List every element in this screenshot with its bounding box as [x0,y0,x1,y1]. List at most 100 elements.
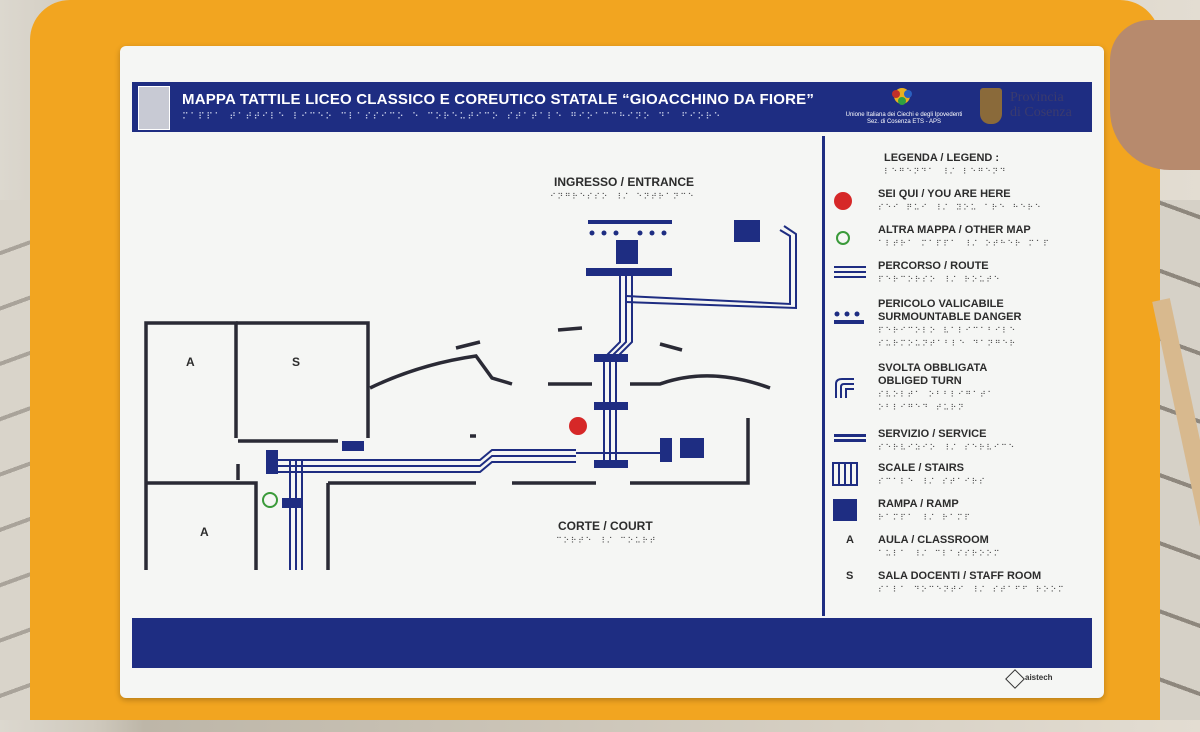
you-are-here-marker [569,417,587,435]
province-name: Provincia di Cosenza [1010,90,1072,120]
legend-item-classroom: AULA / CLASSROOM ⠁⠥⠇⠁ ⠸⠌ ⠉⠇⠁⠎⠎⠗⠕⠕⠍ [878,534,1001,560]
province-line-1: Provincia [1010,90,1064,105]
legend-label-2: OBLIGED TURN [878,375,962,387]
legend-label: ALTRA MAPPA / OTHER MAP [878,224,1031,236]
court-braille: ⠉⠕⠗⠞⠑ ⠸⠌ ⠉⠕⠥⠗⠞ [556,536,657,545]
service-mark-2 [282,498,302,508]
brand-name: aistech [1025,673,1053,682]
service-mark-1 [342,441,364,451]
route-main-1 [270,449,576,461]
stairs-west [266,450,278,474]
walls [144,321,771,570]
legend-label: SERVIZIO / SERVICE [878,428,987,440]
legend-braille: ⠁⠥⠇⠁ ⠸⠌ ⠉⠇⠁⠎⠎⠗⠕⠕⠍ [878,549,1002,558]
wall-room-a2 [146,481,258,570]
legend-title: LEGENDA / LEGEND : ⠇⠑⠛⠑⠝⠙⠁ ⠸⠌ ⠇⠑⠛⠑⠝⠙ [884,152,1007,178]
route-main-2 [270,455,576,467]
legend-braille-2: ⠕⠃⠇⠊⠛⠑⠙ ⠞⠥⠗⠝ [878,403,966,412]
province-line-2: di Cosenza [1010,105,1072,120]
court-label: CORTE / COURT [558,519,653,533]
stairs-and-hazards [266,220,760,508]
entrance-label: INGRESSO / ENTRANCE [554,175,695,189]
service-icon [834,434,866,442]
route-paths [270,225,797,570]
service-mark-3 [594,354,628,362]
classroom-letter: A [846,534,854,546]
other-map-marker [262,492,278,508]
hand [1110,20,1200,170]
service-mark-4 [594,402,628,410]
hazard-dot-2 [601,230,607,236]
legend-braille: ⠏⠑⠗⠊⠉⠕⠇⠕ ⠧⠁⠇⠊⠉⠁⠃⠊⠇⠑ [878,326,1017,335]
entrance-braille: ⠊⠝⠛⠗⠑⠎⠎⠕ ⠸⠌ ⠑⠝⠞⠗⠁⠝⠉⠑ [550,192,696,201]
legend-braille: ⠏⠑⠗⠉⠕⠗⠎⠕ ⠸⠌ ⠗⠕⠥⠞⠑ [878,275,1002,284]
route-ramp-1 [625,229,791,306]
stairs-east-2 [680,438,704,458]
org-name: Unione Italiana dei Ciechi e degli Ipove… [844,112,964,126]
stairs-north [616,240,638,264]
legend-item-staff-room: SALA DOCENTI / STAFF ROOM ⠎⠁⠇⠁ ⠙⠕⠉⠑⠝⠞⠊ ⠸… [878,570,1065,596]
wall-room-a1 [144,321,238,570]
hazard-dot-5 [649,230,655,236]
legend-item-service: SERVIZIO / SERVICE ⠎⠑⠗⠧⠊⠵⠊⠕ ⠸⠌ ⠎⠑⠗⠧⠊⠉⠑ [878,428,1016,454]
legend-label-2: SURMOUNTABLE DANGER [878,311,1022,323]
obliged-turn-icon [835,378,854,398]
legend-item-route: PERCORSO / ROUTE ⠏⠑⠗⠉⠕⠗⠎⠕ ⠸⠌ ⠗⠕⠥⠞⠑ [878,260,1001,286]
province-crest-icon [980,88,1002,124]
route-icon [834,266,866,278]
wall-mark-1 [455,340,481,350]
room-label-s: S [292,355,300,369]
org-line-2: Sez. di Cosenza ETS - APS [866,119,942,125]
room-label-a2: A [200,525,209,539]
school-logo [138,86,170,130]
danger-icon [834,311,864,324]
stairs-east-1 [660,438,672,462]
legend-title-braille: ⠇⠑⠛⠑⠝⠙⠁ ⠸⠌ ⠇⠑⠛⠑⠝⠙ [884,167,1008,176]
wall-curve-right [630,374,771,390]
legend-braille: ⠎⠑⠊ ⠟⠥⠊ ⠸⠌ ⠽⠕⠥ ⠁⠗⠑ ⠓⠑⠗⠑ [878,203,1043,212]
aistech-logo-icon [1005,669,1025,689]
floor-plan: A S A [144,220,797,570]
uici-logo-icon [892,88,912,105]
legend-braille-2: ⠎⠥⠗⠍⠕⠥⠝⠞⠁⠃⠇⠑ ⠙⠁⠝⠛⠑⠗ [878,339,1017,348]
ramp-block [734,220,760,242]
route-north-3 [615,276,633,466]
legend-label: RAMPA / RAMP [878,498,959,510]
hazard-dot-4 [637,230,643,236]
tactile-map-board: MAPPA TATTILE LICEO CLASSICO E COREUTICO… [120,46,1104,698]
legend-item-danger: PERICOLO VALICABILE SURMOUNTABLE DANGER … [878,298,1021,350]
wall-mark-3 [659,342,683,352]
org-line-1: Unione Italiana dei Ciechi e degli Ipove… [845,112,963,118]
legend-label: AULA / CLASSROOM [878,534,989,546]
hazard-dot-1 [589,230,595,236]
staff-room-letter: S [846,570,854,582]
legend-item-obliged-turn: SVOLTA OBBLIGATA OBLIGED TURN ⠎⠧⠕⠇⠞⠁ ⠕⠃⠃… [878,362,995,414]
legend-braille: ⠎⠧⠕⠇⠞⠁ ⠕⠃⠃⠇⠊⠛⠁⠞⠁ [878,390,995,399]
service-mark-5 [594,460,628,468]
legend-item-stairs: SCALE / STAIRS ⠎⠉⠁⠇⠑ ⠸⠌ ⠎⠞⠁⠊⠗⠎ [878,462,986,488]
other-map-icon [836,231,850,245]
legend-title-text: LEGENDA / LEGEND : [884,152,1000,164]
header-banner: MAPPA TATTILE LICEO CLASSICO E COREUTICO… [132,82,1092,132]
route-north-2 [609,276,627,466]
legend-label: SVOLTA OBBLIGATA [878,362,988,374]
wall-corridor-bottom-3 [630,418,750,485]
wall-room-s [236,321,370,438]
legend-label: SALA DOCENTI / STAFF ROOM [878,570,1042,582]
map-title: MAPPA TATTILE LICEO CLASSICO E COREUTICO… [182,91,815,108]
stairs-icon [832,462,858,486]
legend-braille: ⠎⠁⠇⠁ ⠙⠕⠉⠑⠝⠞⠊ ⠸⠌ ⠎⠞⠁⠋⠋ ⠗⠕⠕⠍ [878,585,1066,594]
hazard-dot-3 [613,230,619,236]
legend-divider [822,136,825,616]
wall-mark-2 [557,326,583,332]
legend-braille: ⠁⠇⠞⠗⠁ ⠍⠁⠏⠏⠁ ⠸⠌ ⠕⠞⠓⠑⠗ ⠍⠁⠏ [878,239,1051,248]
room-label-a1: A [186,355,195,369]
service-mark-6 [586,268,672,276]
legend-braille: ⠗⠁⠍⠏⠁ ⠸⠌ ⠗⠁⠍⠏ [878,513,972,522]
route-north-1 [603,276,621,466]
legend-label: PERCORSO / ROUTE [878,260,989,272]
legend-item-ramp: RAMPA / RAMP ⠗⠁⠍⠏⠁ ⠸⠌ ⠗⠁⠍⠏ [878,498,972,524]
footer-banner [132,618,1092,668]
route-main-3 [270,461,576,473]
route-ramp-2 [625,225,797,310]
